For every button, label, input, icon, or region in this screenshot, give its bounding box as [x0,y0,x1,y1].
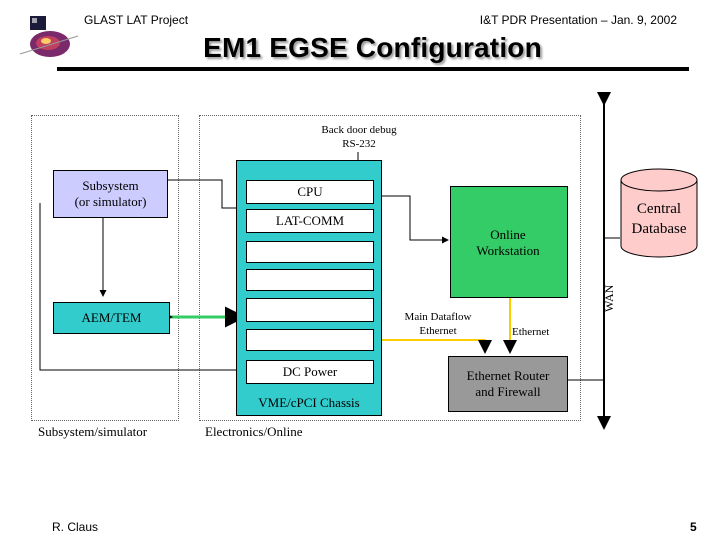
chassis-slot [246,269,374,291]
central-database [620,168,698,258]
wire-subsystem-power [39,203,244,374]
chassis-slot [246,298,374,322]
page-title: EM1 EGSE Configuration [203,32,542,63]
wire-main-dataflow [374,339,492,354]
logo [18,14,80,64]
vme-chassis-label: VME/cPCI Chassis [258,395,360,410]
ethernet-label: Ethernet [512,326,550,338]
chassis-slot [246,329,374,351]
wan-label: WAN [602,284,616,312]
header-left: GLAST LAT Project [84,13,189,27]
ethernet-router-box: Ethernet Router and Firewall [448,356,568,412]
region-left-label: Subsystem/simulator [38,424,148,439]
region-right-label: Electronics/Online [205,424,303,439]
cpu-module: CPU [246,180,374,204]
chassis-slot [246,241,374,263]
region-subsystem-frame [31,115,179,421]
region-electronics-frame [199,115,581,421]
dc-power-module: DC Power [246,360,374,384]
online-workstation-label: Online Workstation [476,227,540,259]
main-dataflow-label: Main Dataflow Ethernet [404,311,472,337]
online-workstation [450,186,568,298]
aem-tem-box: AEM/TEM [53,302,170,334]
central-database-label: Central Database [631,201,687,237]
footer-author: R. Claus [52,520,99,534]
subsystem-simulator-box: Subsystem (or simulator) [53,170,168,218]
wire-subsystem-latcomm [168,179,244,212]
latcomm-module: LAT-COMM [246,209,374,233]
header-right: I&T PDR Presentation – Jan. 9, 2002 [479,13,677,27]
page-number: 5 [690,520,697,534]
wire-cpu-workstation [374,195,449,244]
backdoor-label: Back door debug RS-232 [321,124,397,150]
title-underline [57,67,689,71]
